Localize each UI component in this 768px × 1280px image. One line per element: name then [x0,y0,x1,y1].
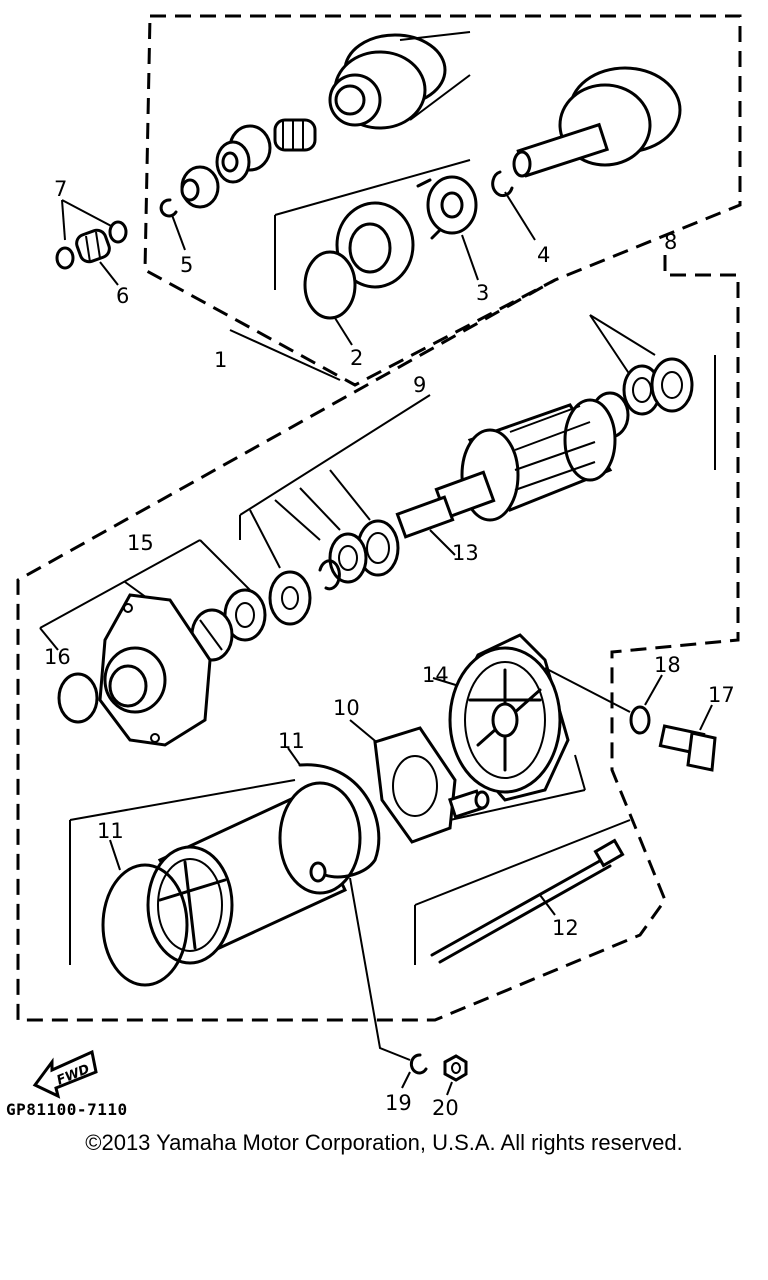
retainer-plate [416,175,478,240]
o-ring-11-front [101,863,189,987]
output-shaft [512,66,682,178]
callout-20: 20 [432,1096,459,1120]
group-8-boundary [16,255,740,1022]
copyright-notice: ©2013 Yamaha Motor Corporation, U.S.A. A… [85,1130,683,1155]
spring-6 [75,228,111,264]
callout-2: 2 [350,346,363,370]
callout-14: 14 [422,663,449,687]
fwd-arrow-icon: FWD [32,1049,98,1099]
callout-11-rear: 11 [278,729,305,753]
armature [395,391,630,539]
callout-15: 15 [127,531,154,555]
circlip-5 [159,198,178,218]
callout-9: 9 [413,373,426,397]
clutch-bearing [335,201,415,289]
callout-4: 4 [537,243,550,267]
callout-7: 7 [54,177,67,201]
nut-20 [443,1054,468,1082]
armature-washers [622,357,694,416]
callout-16: 16 [44,645,71,669]
callout-3: 3 [476,281,489,305]
collar [215,124,272,184]
callout-1: 1 [214,348,227,372]
pinion-gear [180,165,220,209]
callout-17: 17 [708,683,735,707]
circlip-19 [409,1053,428,1075]
callout-19: 19 [385,1091,412,1115]
bolt-17 [658,724,717,772]
drawing-code: GP81100-7110 [6,1100,128,1119]
stopper-washers [55,220,128,270]
callout-12: 12 [552,916,579,940]
rear-cover [448,633,570,802]
front-cover [98,593,212,747]
callout-5: 5 [180,253,193,277]
washer-set [268,519,400,626]
callout-10: 10 [333,696,360,720]
seal-bearing [190,588,267,662]
washer-18 [629,705,651,735]
callout-6: 6 [116,284,129,308]
leader-1 [229,329,341,381]
o-ring-16 [57,672,99,724]
brush-holder [373,726,490,844]
clutch-housing [328,31,471,130]
through-bolt [430,838,625,964]
o-ring-11-rear [298,763,381,879]
seal-ring-2 [303,250,357,320]
callout-13: 13 [452,541,479,565]
callout-11-front: 11 [97,819,124,843]
callout-8: 8 [664,230,677,254]
exploded-parts-diagram: FWD 1 2 3 4 5 6 7 8 9 10 11 11 12 13 14 … [16,14,742,1120]
circlip-4 [491,170,514,198]
callout-18: 18 [654,653,681,677]
spring [273,118,317,152]
